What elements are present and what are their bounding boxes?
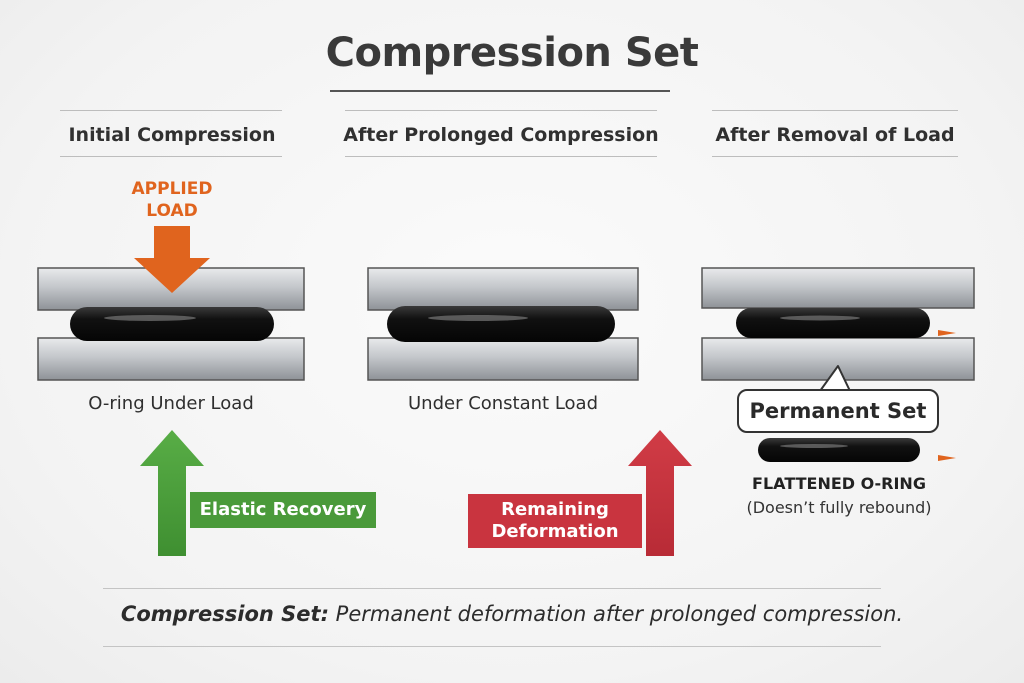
col3-assembly [701,267,975,381]
flattened-o-ring [758,438,920,462]
page-title: Compression Set [325,30,699,76]
col2-o-ring [387,306,615,342]
heading-rule [345,156,657,157]
col3-top-plate [701,267,975,309]
heading-rule [60,156,282,157]
col3-o-ring-highlight [780,315,860,321]
flattened-o-ring-label: FLATTENED O-RING [752,474,926,493]
permanent-set-callout: Permanent Set [737,389,939,433]
heading-removal-of-load: After Removal of Load [715,124,955,146]
col2-o-ring-highlight [428,315,528,321]
col1-o-ring-highlight [104,315,196,321]
col3-o-ring [736,308,930,338]
flattened-o-ring-note: (Doesn’t fully rebound) [746,498,932,517]
heading-prolonged-compression: After Prolonged Compression [343,124,659,146]
col1-o-ring [70,307,274,341]
applied-load-label: APPLIED LOAD [131,179,213,221]
heading-rule [712,156,958,157]
footer-bottom-rule [103,646,881,647]
col2-bottom-plate [367,337,639,381]
elastic-recovery-badge: Elastic Recovery [190,492,376,528]
col2-assembly [367,267,639,381]
remaining-deformation-badge: Remaining Deformation [468,494,642,548]
title-underline [330,90,670,92]
applied-load-arrow [134,226,210,293]
caption-o-ring-under-load: O-ring Under Load [88,393,254,414]
heading-initial-compression: Initial Compression [68,124,276,146]
col2-top-plate [367,267,639,311]
remaining-deformation-arrow [628,430,692,556]
heading-rule [712,110,958,111]
elastic-recovery-arrow [140,430,204,556]
gap-marker-icon [938,330,956,336]
heading-rule [60,110,282,111]
col1-bottom-plate [37,337,305,381]
footer-top-rule [103,588,881,589]
heading-rule [345,110,657,111]
flattened-marker-icon [938,455,956,461]
footer-definition: Compression Set: Permanent deformation a… [0,602,1024,626]
caption-under-constant-load: Under Constant Load [407,393,599,414]
footer-term: Compression Set: [120,602,329,626]
flattened-o-ring-highlight [780,444,848,448]
footer-text: Permanent deformation after prolonged co… [335,602,904,626]
